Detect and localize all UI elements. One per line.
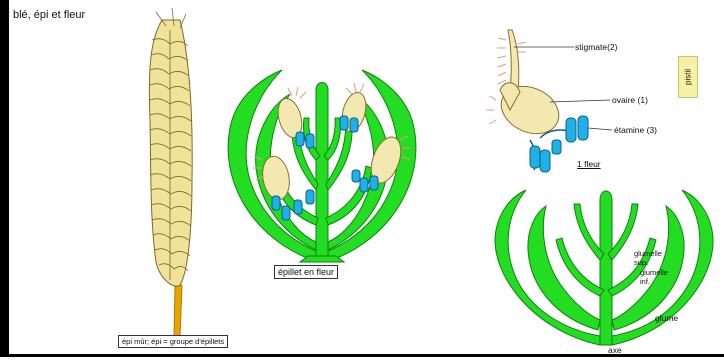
label-glumelle-sup-line2: sup. [634, 258, 662, 267]
pistil-box: pistil [678, 56, 698, 98]
wheat-ear [149, 8, 192, 337]
label-fleur: 1 fleur [577, 159, 601, 169]
label-etamine: étamine (3) [614, 125, 657, 135]
label-pistil: pistil [684, 69, 693, 85]
spikelet-diagram [495, 190, 713, 345]
label-glume: glume [655, 313, 678, 323]
label-axe: axe [608, 345, 622, 355]
label-stigmate: stigmate(2) [575, 42, 618, 52]
label-glumelle-inf: glumelle inf. [640, 268, 668, 286]
label-glumelle-sup: glumelle sup. [634, 249, 662, 267]
caption-epillet: épillet en fleur [274, 265, 338, 279]
spikelet-in-flower [228, 70, 416, 262]
label-glumelle-inf-line1: glumelle [640, 268, 668, 277]
caption-epi: épi mûr; épi = groupe d'épillets [118, 335, 228, 348]
label-glumelle-sup-line1: glumelle [634, 249, 662, 258]
label-ovaire: ovaire (1) [612, 95, 648, 105]
label-glumelle-inf-line2: inf. [640, 277, 668, 286]
